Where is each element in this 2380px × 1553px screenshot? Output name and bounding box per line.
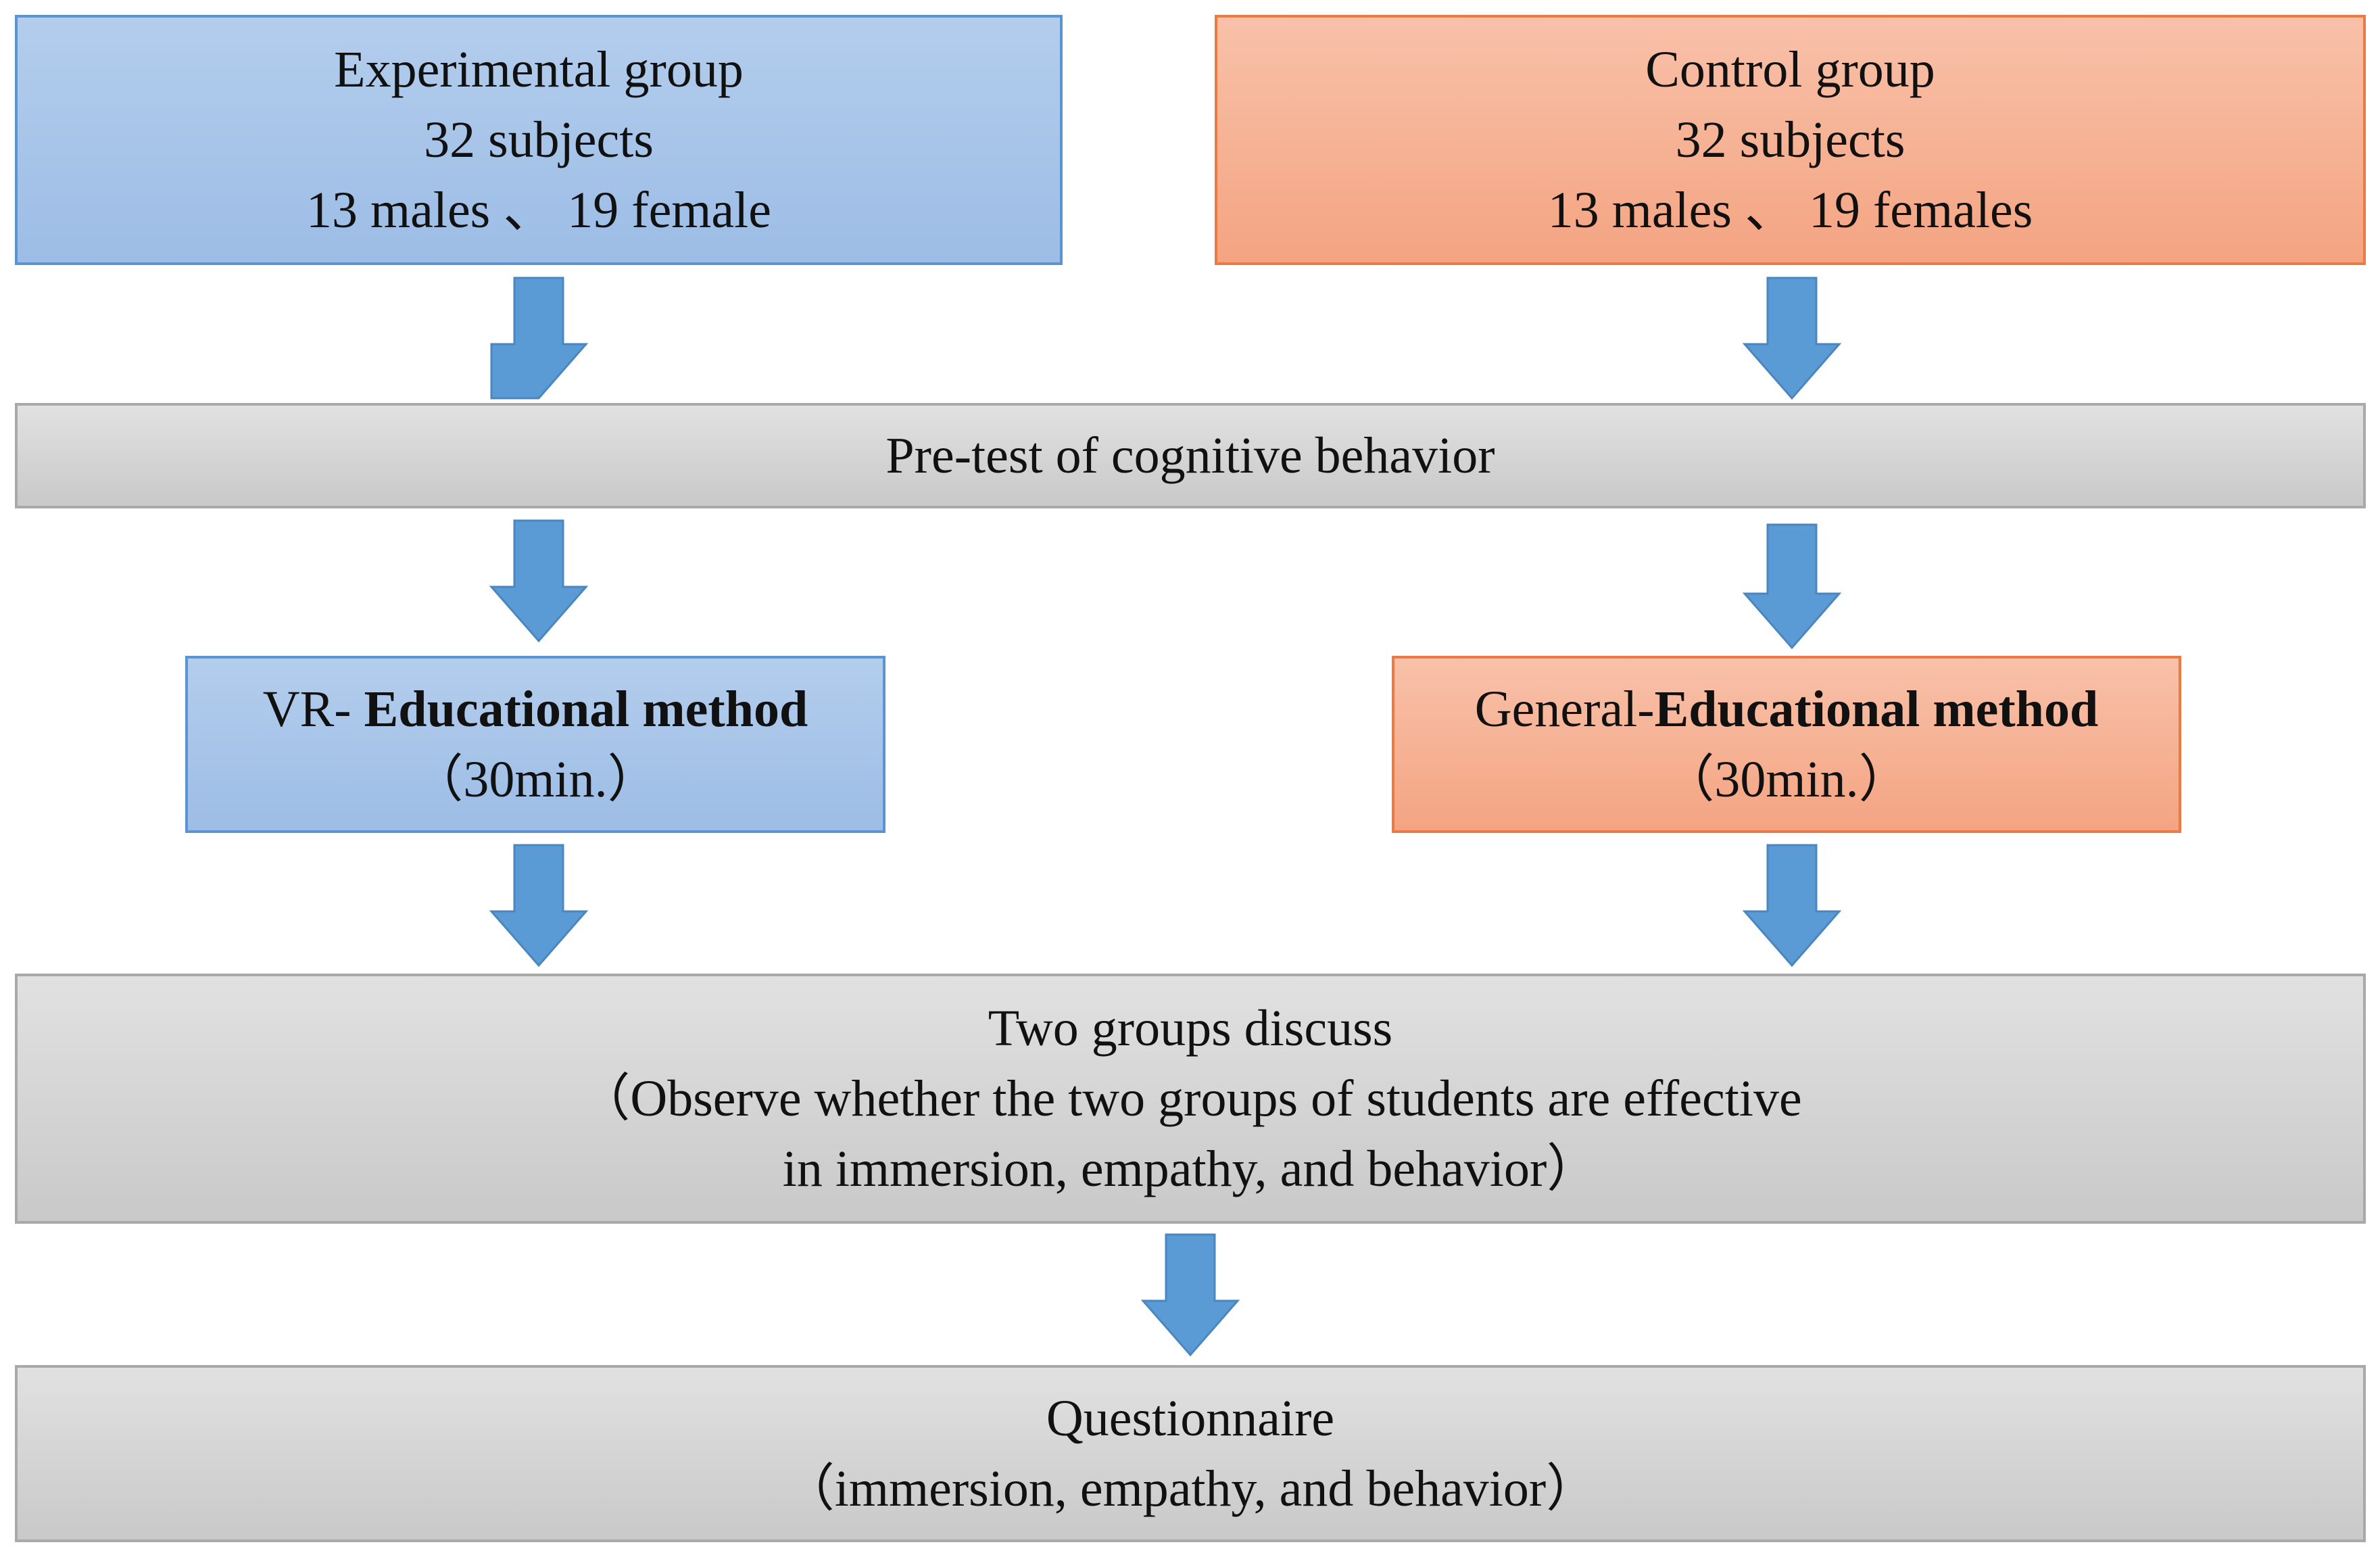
down-arrow-icon xyxy=(489,844,589,967)
general-method-prefix: General- xyxy=(1474,681,1655,738)
down-arrow-icon xyxy=(1742,277,1842,400)
vr-method-box: VR- Educational method （30min.） xyxy=(185,656,885,833)
general-method-title: General-Educational method xyxy=(1475,674,2098,744)
down-arrow-icon xyxy=(489,519,589,643)
experimental-group-box: Experimental group 32 subjects 13 males … xyxy=(15,15,1063,265)
control-group-subjects: 32 subjects xyxy=(1675,112,1905,168)
discuss-line-2: （Observe whether the two groups of stude… xyxy=(579,1070,1802,1127)
pretest-box: Pre-test of cognitive behavior xyxy=(15,403,2366,508)
control-group-gender: 13 males 、 19 females xyxy=(1547,182,2033,239)
discuss-box: Two groups discuss （Observe whether the … xyxy=(15,974,2366,1224)
vr-method-prefix: VR- xyxy=(262,681,364,738)
general-method-box: General-Educational method （30min.） xyxy=(1392,656,2181,833)
down-arrow-icon xyxy=(1140,1233,1240,1357)
down-arrow-icon xyxy=(1742,844,1842,967)
vr-method-name: Educational method xyxy=(364,681,808,738)
control-group-box: Control group 32 subjects 13 males 、 19 … xyxy=(1215,15,2366,265)
down-arrow-icon xyxy=(1742,523,1842,650)
pretest-label: Pre-test of cognitive behavior xyxy=(885,427,1495,484)
experimental-group-gender: 13 males 、 19 female xyxy=(306,182,771,239)
down-arrow-icon xyxy=(490,277,589,400)
experimental-group-title: Experimental group xyxy=(334,41,744,98)
general-method-duration: （30min.） xyxy=(1663,751,1910,808)
discuss-title: Two groups discuss xyxy=(988,1000,1393,1057)
discuss-line-3: in immersion, empathy, and behavior） xyxy=(782,1141,1599,1197)
vr-method-duration: （30min.） xyxy=(412,751,659,808)
experimental-group-subjects: 32 subjects xyxy=(424,112,654,168)
vr-method-title: VR- Educational method xyxy=(263,674,808,744)
questionnaire-detail: （immersion, empathy, and behavior） xyxy=(783,1460,1598,1517)
questionnaire-title: Questionnaire xyxy=(1046,1390,1335,1447)
questionnaire-box: Questionnaire （immersion, empathy, and b… xyxy=(15,1365,2366,1542)
general-method-name: Educational method xyxy=(1654,681,2099,738)
control-group-title: Control group xyxy=(1645,41,1935,98)
